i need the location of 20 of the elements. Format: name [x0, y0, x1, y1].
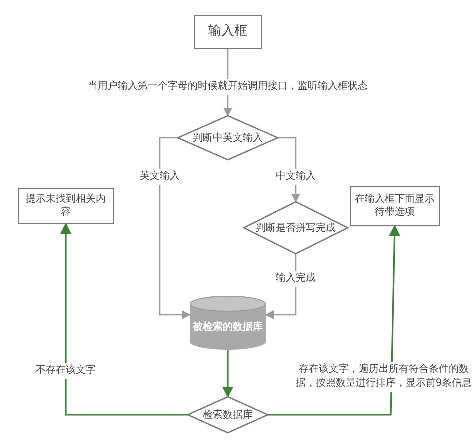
node-text: 输入框: [208, 24, 248, 40]
edge-label: 输入完成: [274, 271, 318, 287]
arrow: [60, 222, 188, 416]
edge-label: 存在该文字，遍历出所有符合条件的数据，按照数量进行排序，显示前9条信息: [293, 362, 474, 392]
edge-label: 不存在该文字: [34, 363, 98, 379]
arrow: [222, 350, 234, 398]
node-text: 判断是否拼写完成: [256, 222, 336, 234]
edge-label: 英文输入: [138, 169, 182, 185]
edge-label: 当用户输入第一个字母的时候就开始调用接口，监听输入框状态: [86, 79, 370, 95]
process-box: [194, 15, 262, 49]
arrow: [268, 224, 400, 416]
node-text: 在输入框下面显示待带选项: [355, 193, 435, 219]
node-text: 被检索的数据库: [193, 320, 263, 334]
process-box: [350, 186, 440, 226]
process-box: [18, 188, 114, 224]
edge-label: 中文输入: [274, 169, 318, 185]
arrow: [159, 137, 191, 320]
node-text: 检索数据库: [203, 408, 253, 422]
node-text: 判断中英文输入: [193, 132, 263, 144]
node-text: 提示未找到相关内容: [25, 193, 107, 219]
